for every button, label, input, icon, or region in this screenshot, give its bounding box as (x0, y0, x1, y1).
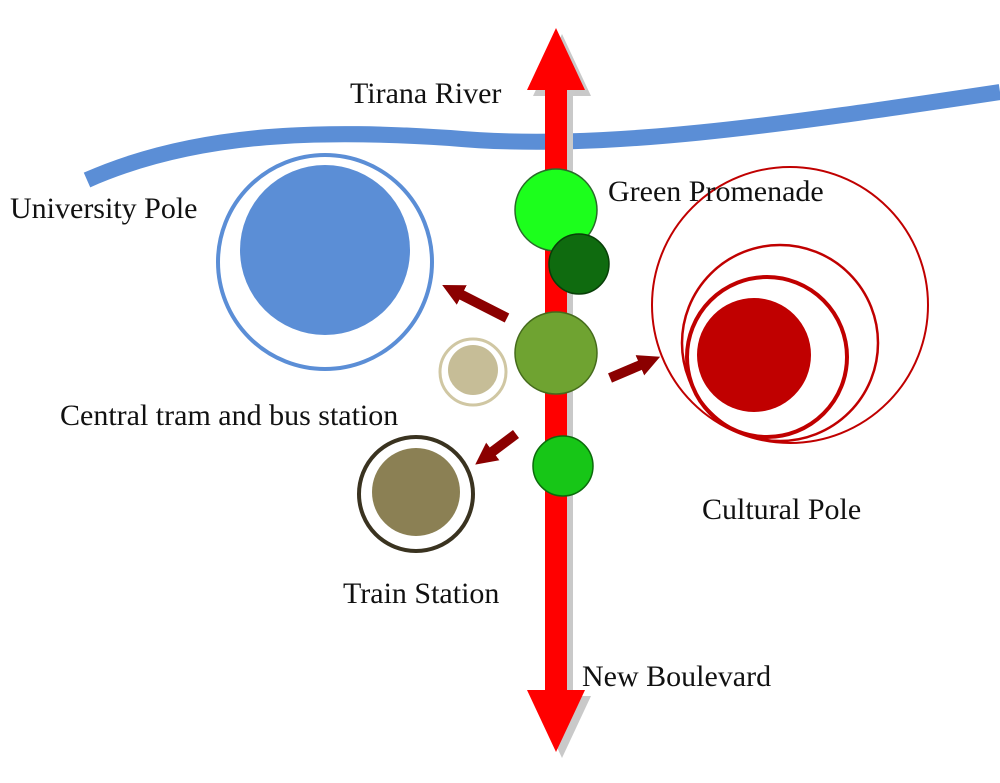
university-pole-ring (216, 153, 434, 371)
arrow-to-university-pole (442, 285, 510, 323)
dark-green-node (548, 233, 610, 295)
label-new-boulevard: New Boulevard (582, 660, 771, 693)
train-station-ring (357, 435, 475, 553)
cultural-pole-ring-inner (685, 275, 849, 439)
cultural-pole-core (697, 298, 811, 412)
university-pole-core (240, 165, 410, 335)
label-green-promenade: Green Promenade (608, 175, 824, 208)
label-university-pole: University Pole (10, 192, 198, 225)
tirana-river-line (83, 84, 1000, 188)
label-cultural-pole: Cultural Pole (702, 493, 861, 526)
label-central-station: Central tram and bus station (60, 399, 398, 432)
central-station-ring (438, 337, 508, 407)
cultural-pole-ring-outer (651, 166, 929, 444)
central-station-core (448, 345, 498, 395)
train-link-node (532, 435, 594, 497)
label-tirana-river: Tirana River (350, 77, 501, 110)
arrow-to-train-station (475, 430, 519, 465)
arrow-to-cultural-pole (608, 355, 661, 383)
central-hub-node (514, 311, 598, 395)
cultural-pole-ring-mid (680, 243, 880, 443)
label-train-station: Train Station (343, 577, 499, 610)
train-station-core (372, 448, 460, 536)
